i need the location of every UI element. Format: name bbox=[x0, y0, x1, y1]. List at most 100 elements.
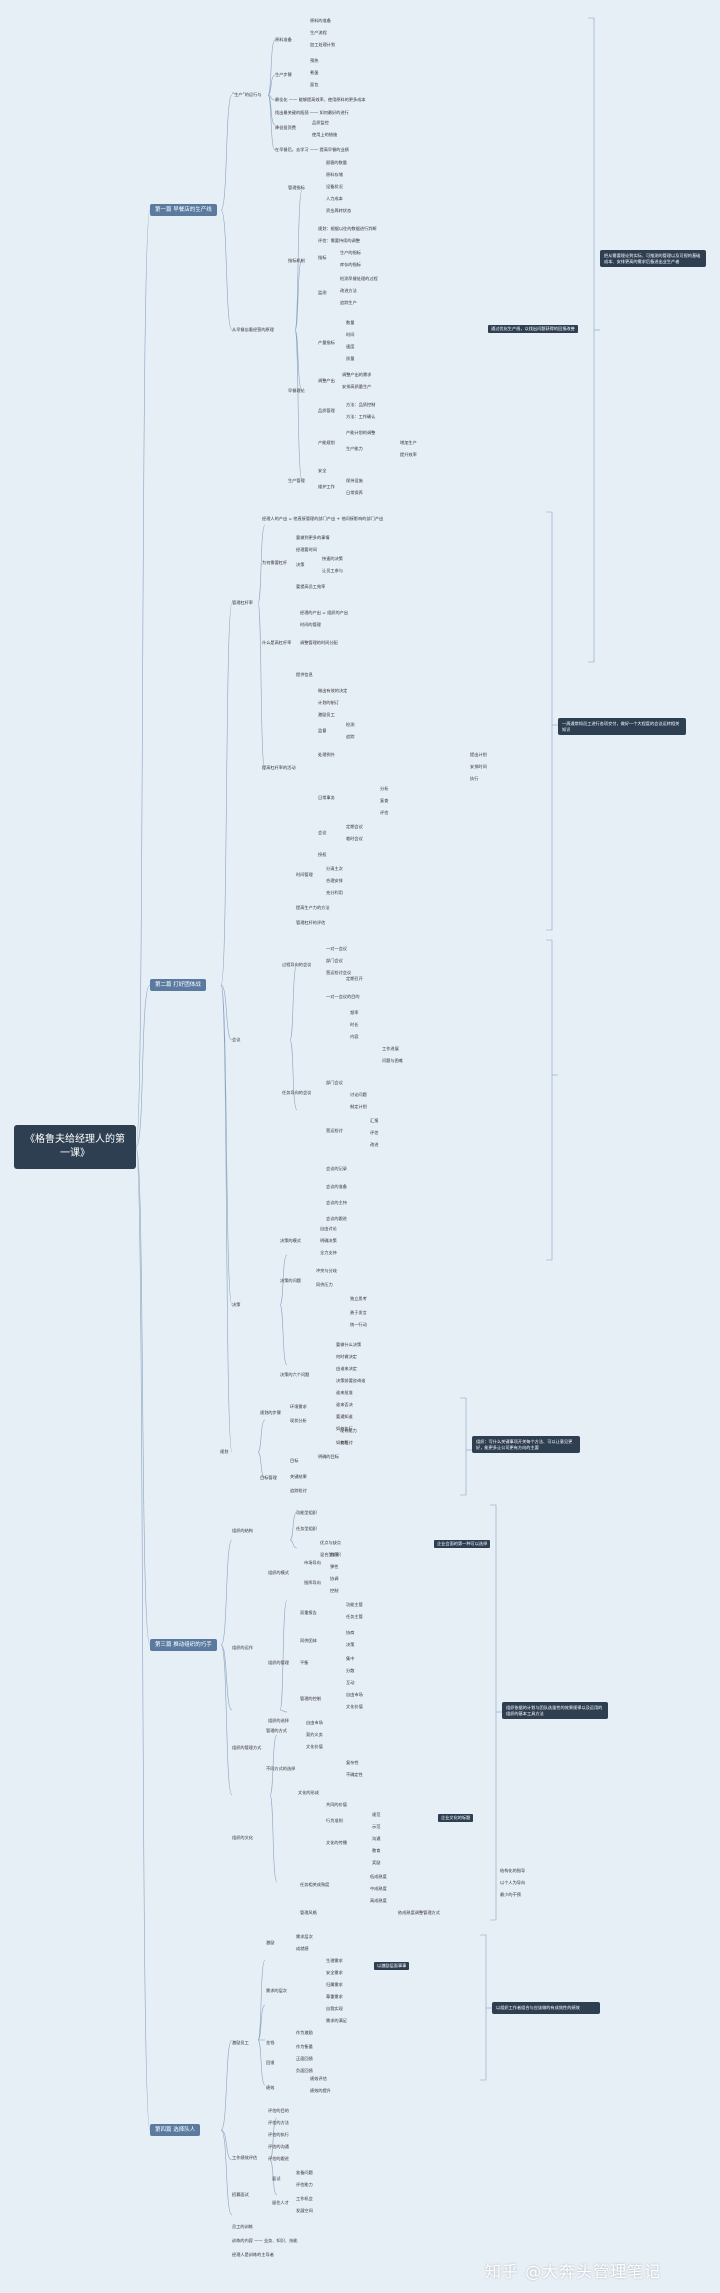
topic-node: 激励员工 bbox=[232, 2040, 249, 2045]
topic-node: 在早餐后，去学习 —— 提高早餐的业绩 bbox=[275, 147, 349, 152]
topic-node: 分析 bbox=[380, 786, 389, 791]
topic-node: 组织的结构 bbox=[232, 1528, 253, 1533]
topic-node: 谁来批准 bbox=[336, 1390, 353, 1395]
topic-node: 分散 bbox=[346, 1668, 355, 1673]
topic-node: 文化的传播 bbox=[326, 1840, 347, 1845]
topic-node: 评估：需要持续的调整 bbox=[318, 238, 360, 243]
topic-node: 授权 bbox=[318, 852, 327, 857]
topic-node: 集中 bbox=[346, 1656, 355, 1661]
topic-node: 管理指标 bbox=[288, 185, 305, 190]
topic-node: 保持设施 bbox=[346, 478, 363, 483]
summary-highlight-2: 企业会面的第一种可以选择 bbox=[434, 1540, 491, 1548]
topic-node: 同侪团体 bbox=[300, 1638, 317, 1643]
topic-node: 会议 bbox=[232, 1037, 241, 1042]
topic-node: 安全需求 bbox=[326, 1970, 343, 1975]
topic-node: 营运检讨 bbox=[326, 1128, 343, 1133]
chapter-4: 第四篇 选择队人 bbox=[150, 2124, 201, 2136]
topic-node: 自我实现 bbox=[326, 2006, 343, 2011]
topic-node: 速度 bbox=[346, 344, 355, 349]
topic-node: 部门会议 bbox=[326, 1080, 343, 1085]
topic-node: 找出最关键的瓶颈 —— 如何最好的进行 bbox=[275, 110, 349, 115]
topic-node: 会议的主持 bbox=[326, 1200, 347, 1205]
chapter-2: 第二篇 打好团体战 bbox=[150, 979, 206, 991]
topic-node: 不确定性 bbox=[346, 1772, 363, 1777]
topic-node: 文化价值 bbox=[346, 1704, 363, 1709]
topic-node: 原料存储 bbox=[326, 172, 343, 177]
topic-node: 评估能力 bbox=[296, 2182, 313, 2187]
topic-node: 管理杠杆的评估 bbox=[296, 920, 326, 925]
topic-node: 管理杠杆率 bbox=[232, 600, 253, 605]
topic-node: 契约义务 bbox=[306, 1732, 323, 1737]
topic-node: 协调 bbox=[330, 1576, 339, 1581]
topic-node: 提升效率 bbox=[400, 452, 417, 457]
summary-note-5: 以组织工作者组合与应该做的有成效性的绩效 bbox=[492, 2002, 600, 2014]
topic-node: 品质监控 bbox=[312, 120, 329, 125]
topic-node: 如何检讨 bbox=[336, 1440, 353, 1445]
topic-node: 谁来否决 bbox=[336, 1402, 353, 1407]
topic-node: 营运检讨会议 bbox=[326, 970, 352, 975]
topic-node: 归属需求 bbox=[326, 1982, 343, 1987]
topic-node: 行为准则 bbox=[326, 1818, 343, 1823]
topic-node: 加工处理计划 bbox=[310, 42, 336, 47]
topic-node: 追踪 bbox=[346, 734, 355, 739]
topic-node: 生产流程 bbox=[310, 30, 327, 35]
topic-node: 评估的执行 bbox=[268, 2132, 289, 2137]
topic-node: 检测 bbox=[346, 722, 355, 727]
topic-node: 要做到更多的事情 bbox=[296, 535, 330, 540]
topic-node: 追踪检讨 bbox=[290, 1488, 307, 1493]
topic-node: 煮蛋 bbox=[310, 70, 319, 75]
topic-node: 决策前要咨询谁 bbox=[336, 1378, 366, 1383]
topic-node: 要提高员工效率 bbox=[296, 584, 326, 589]
topic-node: 尊重需求 bbox=[326, 1994, 343, 1999]
topic-node: 库存的指标 bbox=[340, 262, 361, 267]
topic-node: 日常保养 bbox=[346, 490, 363, 495]
topic-node: 要做什么决策 bbox=[336, 1342, 362, 1347]
summary-note-2: 一周通常知员工进行各项交付，做好一个大程度的会议运转相关知识 bbox=[558, 718, 686, 735]
topic-node: 功能型组织 bbox=[296, 1510, 317, 1515]
topic-node: 统一行动 bbox=[350, 1322, 367, 1327]
topic-node: 生产的指标 bbox=[340, 250, 361, 255]
topic-node: 执行 bbox=[470, 776, 479, 781]
topic-node: 生理需求 bbox=[326, 1958, 343, 1963]
topic-node: 临时会议 bbox=[346, 836, 363, 841]
topic-node: 安全 bbox=[318, 468, 327, 473]
topic-node: 频率 bbox=[350, 1010, 359, 1015]
topic-node: 决策 bbox=[346, 1642, 355, 1647]
topic-node: 混合型组织 bbox=[320, 1552, 341, 1557]
topic-node: 过程导向的会议 bbox=[282, 962, 312, 967]
topic-node: 产量指标 bbox=[318, 340, 335, 345]
topic-node: 追踪生产 bbox=[340, 300, 357, 305]
topic-node: 功能主管 bbox=[346, 1602, 363, 1607]
topic-node: 金钱 bbox=[266, 2040, 275, 2045]
topic-node: 自由市场 bbox=[306, 1720, 323, 1725]
summary-note-3: 组织：写什么关键事项开关每个方法、可以让意见更好，能更多让公司更有方向的主要 bbox=[472, 1436, 580, 1453]
topic-node: 让员工参与 bbox=[322, 568, 343, 573]
topic-node: 绩效的提升 bbox=[310, 2088, 331, 2093]
topic-node: 沟通 bbox=[372, 1836, 381, 1841]
topic-node: 激励 bbox=[266, 1940, 275, 1945]
topic-node: 提高杠杆率的活动 bbox=[262, 765, 296, 770]
topic-node: 计划的制订 bbox=[318, 700, 339, 705]
topic-node: 定期召开 bbox=[346, 976, 363, 981]
topic-node: 低成熟度 bbox=[370, 1874, 387, 1879]
topic-node: 协商 bbox=[346, 1630, 355, 1635]
summary-highlight-3: 企业文化的标题 bbox=[438, 1814, 474, 1822]
topic-node: 时间的管理 bbox=[300, 622, 321, 627]
topic-node: 一对一会议的目的 bbox=[326, 994, 360, 999]
topic-node: 以个人为导向 bbox=[500, 1880, 526, 1885]
topic-node: 规范 bbox=[372, 1812, 381, 1817]
topic-node: 部门会议 bbox=[326, 958, 343, 963]
topic-node: 规划：根据以往的数据进行判断 bbox=[318, 226, 377, 231]
topic-node: 目标 bbox=[290, 1458, 299, 1463]
topic-node: 原料的准备 bbox=[310, 18, 331, 23]
topic-node: 制定计划 bbox=[350, 1104, 367, 1109]
topic-node: 经理人是训练的主导者 bbox=[232, 2252, 274, 2257]
topic-node: 经理人的产出 = 他直接管理的部门产出 + 他间接影响的部门产出 bbox=[262, 516, 384, 521]
topic-node: 激励员工 bbox=[318, 712, 335, 717]
topic-node: 日常事务 bbox=[318, 795, 335, 800]
topic-node: 决策 bbox=[232, 1302, 241, 1307]
topic-node: 提供信息 bbox=[296, 672, 313, 677]
topic-node: 规划的步骤 bbox=[260, 1410, 281, 1415]
